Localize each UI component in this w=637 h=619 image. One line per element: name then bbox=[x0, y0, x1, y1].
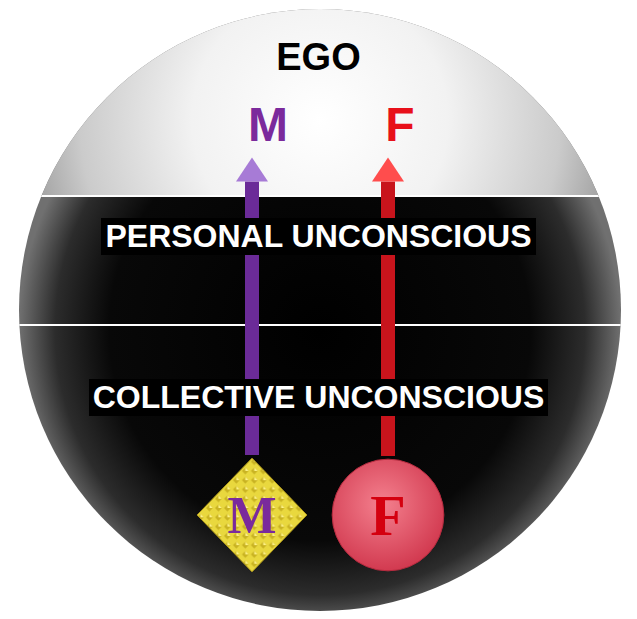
node-label: M bbox=[227, 486, 276, 545]
band-divider bbox=[0, 195, 637, 197]
band-divider bbox=[0, 324, 637, 326]
collective-band: M F COLLECTIVE UNCONSCIOUS bbox=[20, 325, 617, 612]
archetype-circle: F bbox=[331, 458, 445, 572]
diamond-outline bbox=[197, 458, 307, 572]
ego-cap bbox=[0, 0, 637, 196]
archetype-diamond: M bbox=[196, 457, 308, 573]
node-label: PERSONAL UNCONSCIOUS bbox=[101, 218, 535, 255]
node-label: F bbox=[385, 97, 414, 152]
node-label: COLLECTIVE UNCONSCIOUS bbox=[89, 379, 549, 416]
node-label: EGO bbox=[276, 36, 360, 79]
ego-letter: F bbox=[376, 93, 424, 156]
node-label: F bbox=[370, 482, 405, 549]
personal-band: PERSONAL UNCONSCIOUS bbox=[40, 196, 597, 325]
ego-region: M F EGO bbox=[60, 10, 577, 195]
node-label: M bbox=[248, 97, 288, 152]
ego-letter: M bbox=[242, 93, 294, 156]
circle-outline bbox=[332, 459, 444, 571]
